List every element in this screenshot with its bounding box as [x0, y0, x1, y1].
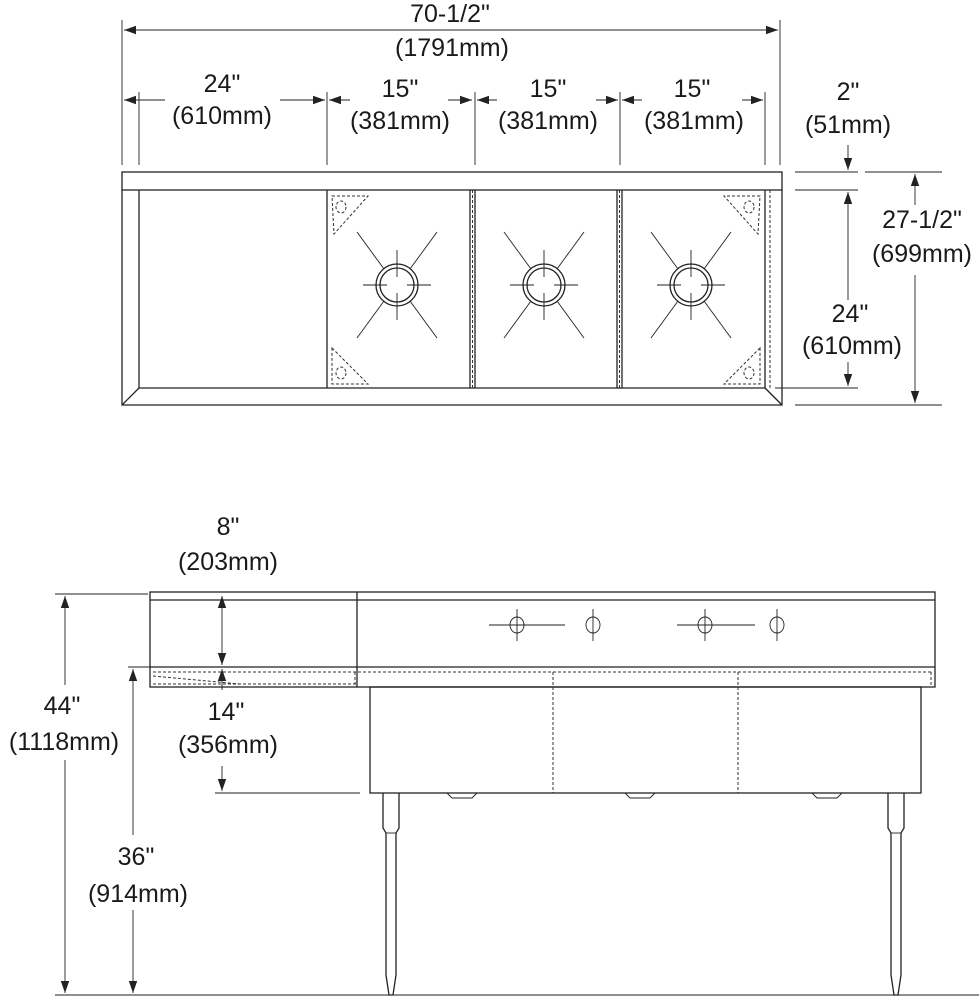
overall-depth-mm: (699mm)	[872, 240, 972, 268]
drainboard-width-mm: (610mm)	[172, 102, 272, 130]
top-view	[121, 171, 783, 406]
compartment-1-width-in: 15"	[382, 75, 419, 103]
backsplash-front	[149, 591, 936, 688]
drainboard-width-in: 24"	[204, 70, 241, 98]
corner-bracket	[331, 195, 370, 236]
front-dimensions: 44" (1118mm) 36" (914mm) 8" (203mm) 14" …	[9, 513, 360, 993]
drain-icon	[356, 231, 438, 339]
drain-outlet	[811, 792, 843, 799]
leg-left	[382, 793, 400, 996]
faucet-hole	[697, 609, 713, 641]
backsplash-depth-mm: (51mm)	[805, 111, 891, 139]
right-dimensions: 2" (51mm) 24" (610mm) 27-1/2" (699mm)	[775, 78, 972, 406]
overall-height-in: 44"	[44, 692, 81, 720]
drain-outlet	[446, 792, 478, 799]
corner-bracket	[722, 195, 761, 236]
corner-bracket	[722, 346, 761, 385]
overall-width-in: 70-1/2"	[410, 0, 490, 28]
drain-outlet	[624, 792, 656, 799]
rim-height-in: 36"	[118, 843, 155, 871]
compartment-1-width-mm: (381mm)	[350, 107, 450, 135]
front-view	[55, 591, 979, 996]
bowl-depth-mm: (610mm)	[802, 332, 902, 360]
backsplash-height-in: 8"	[217, 513, 240, 541]
compartment-3-width-in: 15"	[674, 75, 711, 103]
faucet-hole	[585, 609, 601, 641]
compartment-3-width-mm: (381mm)	[644, 107, 744, 135]
drain-icon	[650, 231, 732, 339]
faucet-hole	[509, 609, 525, 641]
compartment-2-width-in: 15"	[530, 75, 567, 103]
faucet-holes	[489, 609, 785, 641]
backsplash-depth-in: 2"	[837, 78, 860, 106]
overall-depth-in: 27-1/2"	[882, 206, 962, 234]
backsplash-height-mm: (203mm)	[178, 548, 278, 576]
drain-icon	[503, 231, 585, 339]
compartment-2-width-mm: (381mm)	[498, 107, 598, 135]
backsplash-top	[121, 171, 783, 191]
bowl-height-in: 14"	[208, 698, 245, 726]
rim-height-mm: (914mm)	[88, 880, 188, 908]
sink-bowls	[369, 686, 922, 794]
bowl-depth-in: 24"	[832, 300, 869, 328]
bowl-height-mm: (356mm)	[178, 731, 278, 759]
sink-outline	[121, 190, 783, 406]
corner-bracket	[331, 346, 370, 385]
top-dimensions: 70-1/2" (1791mm) 24" (610mm) 15" (381mm)…	[121, 0, 781, 165]
overall-height-mm: (1118mm)	[9, 728, 119, 756]
leg-right	[887, 793, 905, 996]
faucet-hole	[769, 609, 785, 641]
overall-width-mm: (1791mm)	[395, 34, 509, 62]
